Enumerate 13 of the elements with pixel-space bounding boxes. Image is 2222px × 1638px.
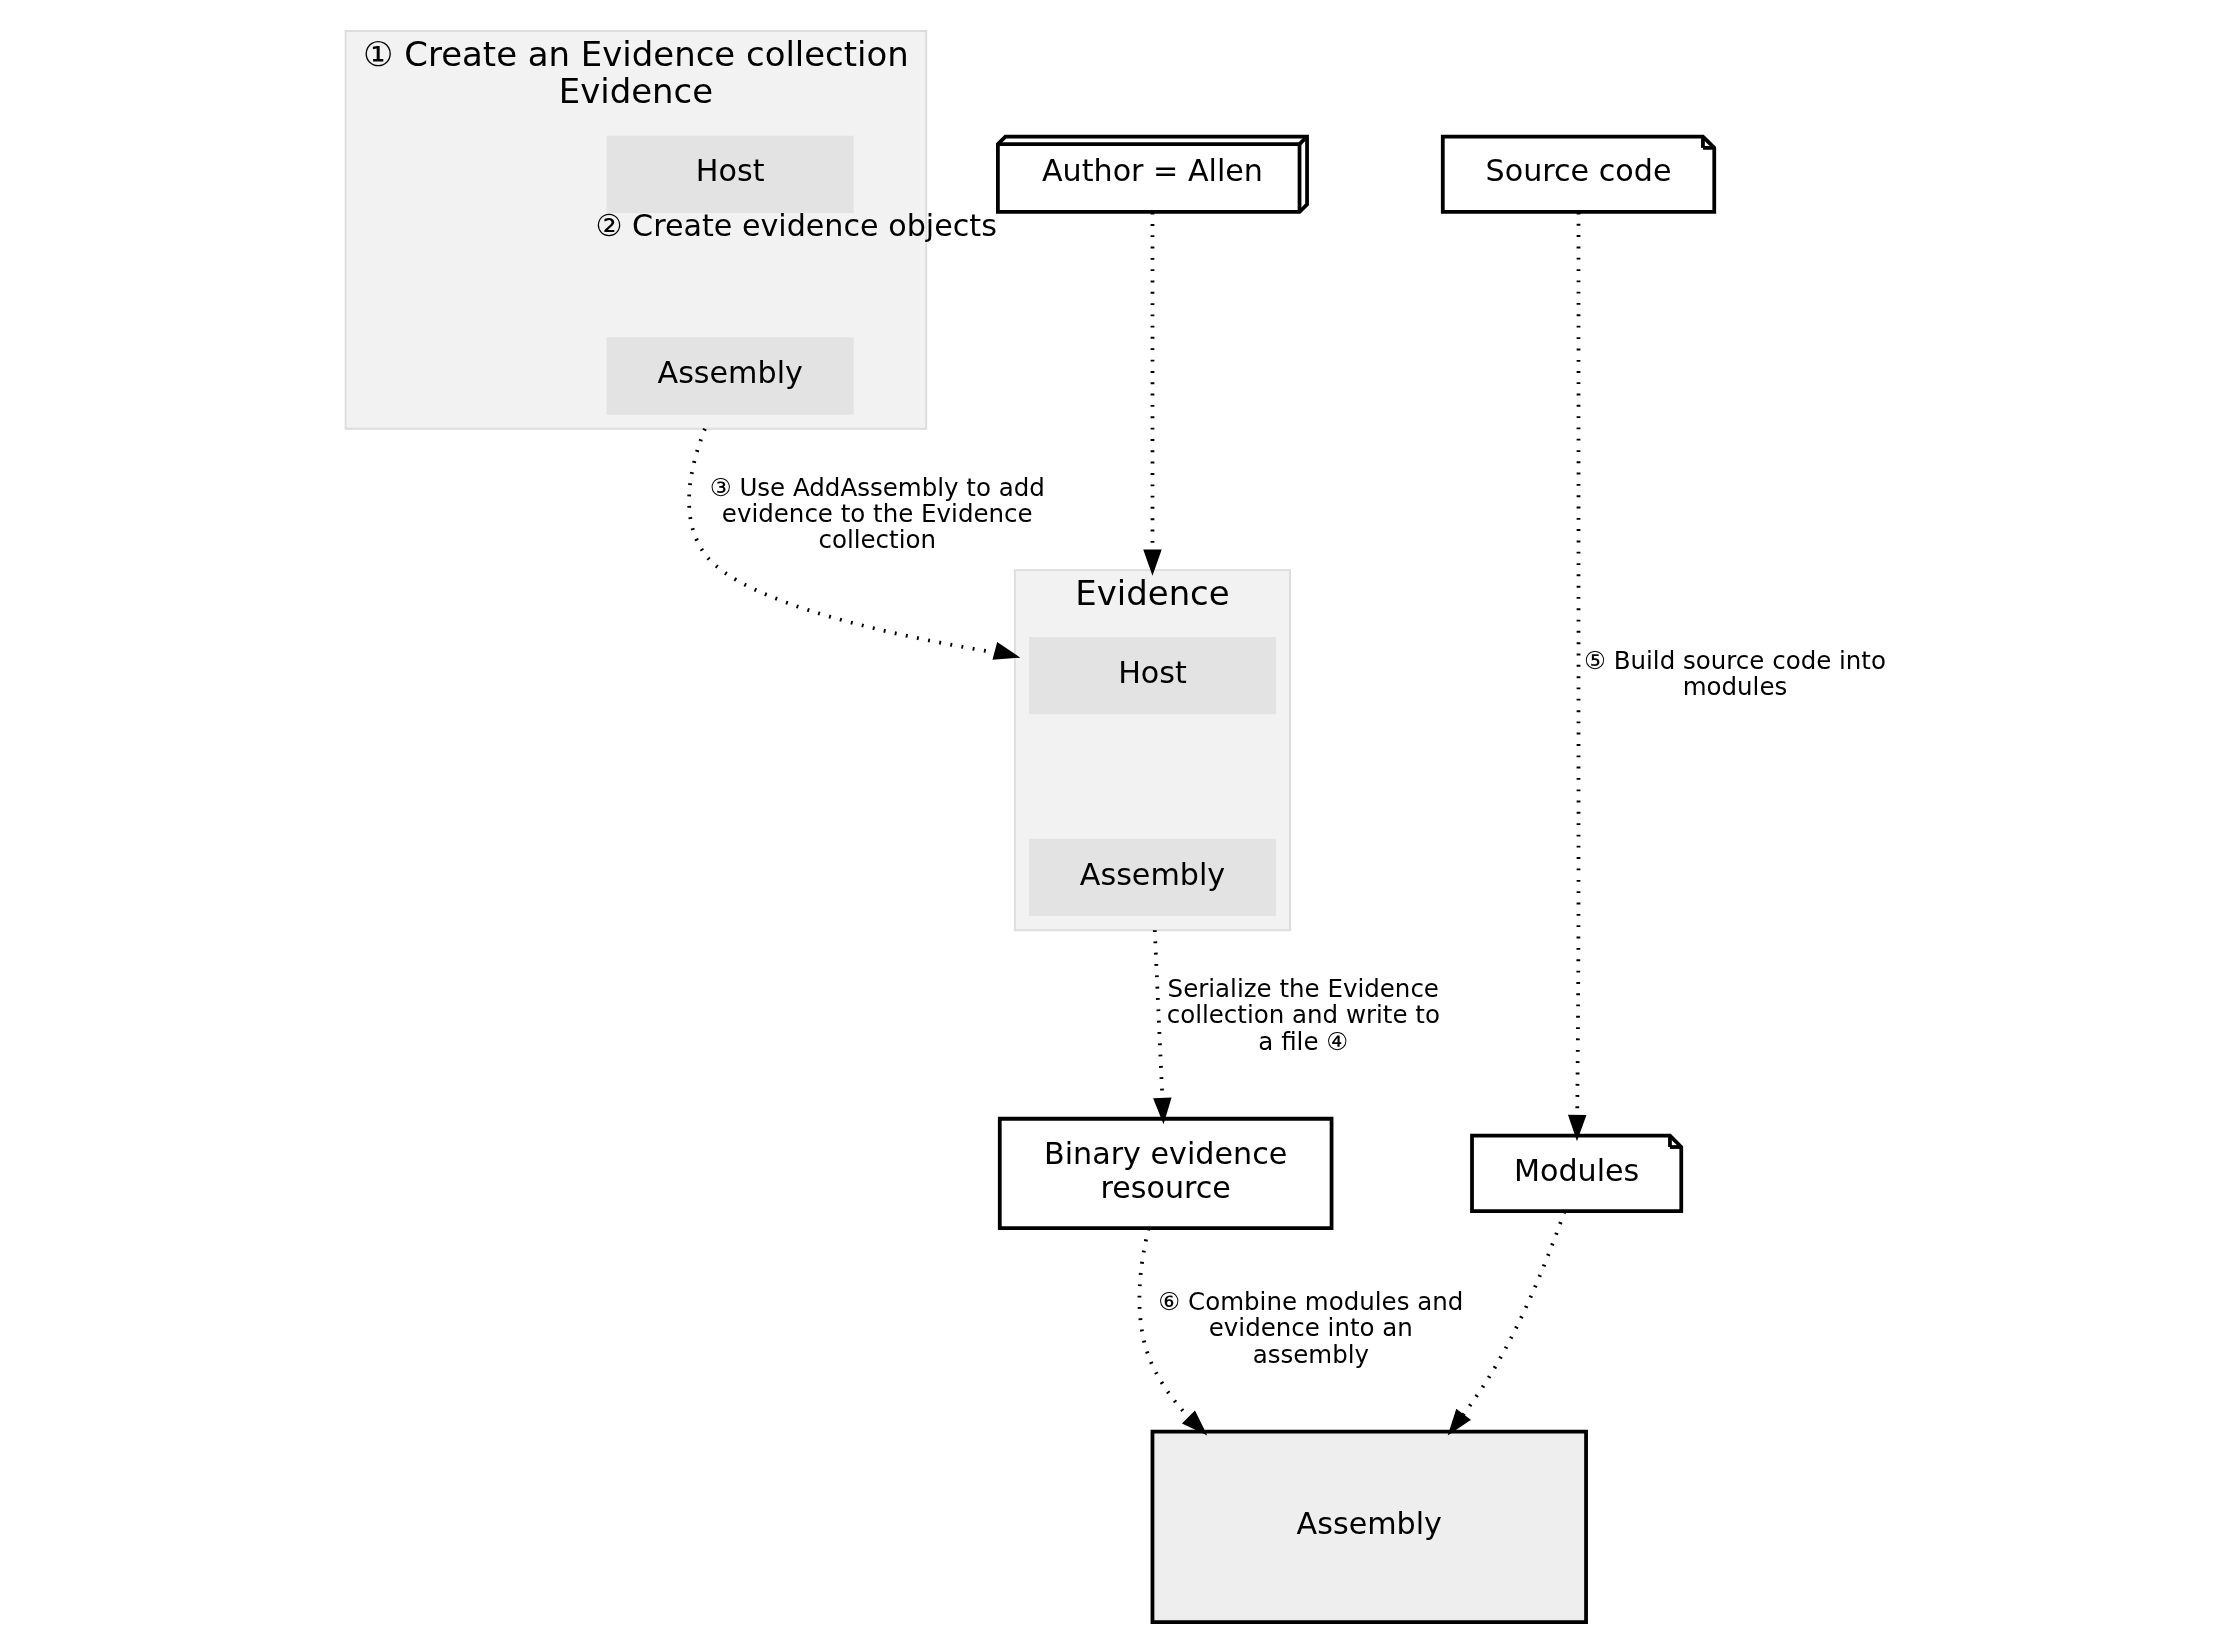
edge-label: ③ Use AddAssembly to add evidence to the Evidence collection <box>709 472 1045 555</box>
arrow <box>1567 212 1587 1142</box>
edge-label: ⑤ Build source code into modules <box>1583 645 1886 702</box>
node-box: Assembly <box>1150 1429 1588 1624</box>
arrow <box>687 428 1021 660</box>
arrow <box>1152 930 1172 1125</box>
arrow <box>1143 212 1162 576</box>
arrow <box>1447 1211 1567 1436</box>
arrow <box>1137 1228 1208 1436</box>
node-label: ① Create an Evidence collection <box>363 34 909 74</box>
node-box: Binary evidence resource <box>997 1116 1334 1230</box>
edge-label: ⑥ Combine modules and evidence into an assembly <box>1158 1286 1464 1369</box>
edge-label: Serialize the Evidence collection and write to a file ④ <box>1166 973 1440 1056</box>
